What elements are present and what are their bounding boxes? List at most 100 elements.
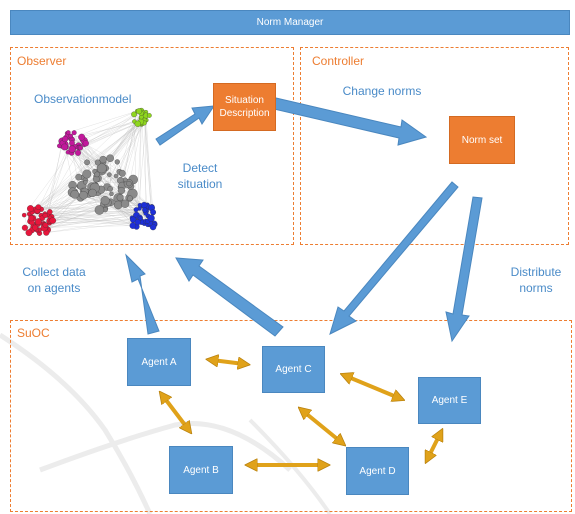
network-node — [79, 191, 88, 200]
network-node — [94, 159, 101, 166]
network-node — [94, 205, 105, 215]
network-node — [21, 224, 28, 231]
network-node — [49, 217, 57, 224]
arrow-to-situation — [155, 105, 215, 146]
network-node — [134, 120, 141, 127]
network-node — [75, 149, 82, 156]
network-node — [75, 173, 83, 181]
situation-line2: Description — [219, 108, 270, 119]
agent-b-label: Agent B — [183, 464, 219, 476]
agent-e: Agent E — [418, 377, 481, 424]
network-node — [42, 213, 48, 219]
network-node — [142, 207, 148, 213]
situation-line1: Situation — [225, 95, 264, 106]
network-node — [83, 179, 88, 185]
network-node — [77, 145, 84, 151]
network-node — [137, 202, 143, 208]
collect-line1: Collect data — [22, 265, 86, 279]
network-node — [133, 207, 139, 213]
link-c-d — [303, 411, 341, 442]
arrow-agent-c-to-observer — [175, 257, 284, 337]
network-node — [82, 140, 89, 147]
network-node — [42, 222, 49, 228]
collect-data-label: Collect data on agents — [14, 264, 94, 296]
network-node — [21, 212, 27, 218]
arrow-to-norm-set — [273, 97, 428, 146]
network-node — [134, 219, 141, 226]
network-node — [122, 177, 128, 183]
network-node — [150, 209, 157, 216]
network-node — [61, 143, 68, 151]
network-node — [146, 113, 152, 118]
detect-situation-label: Detect situation — [170, 160, 230, 192]
network-node — [107, 172, 112, 177]
distribute-line1: Distribute — [510, 265, 562, 279]
network-node — [117, 187, 125, 195]
link-a-c — [212, 360, 244, 364]
agent-a: Agent A — [127, 338, 191, 386]
link-d-e — [428, 434, 440, 458]
network-node — [47, 209, 53, 215]
network-node — [147, 214, 155, 222]
network-node — [136, 108, 143, 115]
agent-c-label: Agent C — [275, 364, 312, 375]
distribute-norms-label: Distribute norms — [496, 264, 575, 296]
detect-line2: situation — [177, 177, 223, 191]
agent-c: Agent C — [262, 346, 325, 393]
agent-d: Agent D — [346, 447, 409, 495]
network-node — [78, 133, 86, 141]
network-node — [35, 204, 42, 210]
network-node — [84, 159, 90, 166]
suoc-title: SuOC — [17, 326, 50, 340]
arrow-to-agent-e — [445, 196, 483, 343]
network-node — [82, 169, 92, 179]
network-node — [66, 130, 71, 135]
network-node — [131, 111, 137, 118]
detect-line1: Detect — [182, 161, 218, 175]
link-a-b — [163, 396, 188, 429]
network-node — [100, 196, 110, 206]
network-node — [109, 191, 114, 196]
link-c-e — [346, 376, 399, 398]
arrow-to-agent-c — [329, 181, 459, 335]
observer-title: Observer — [17, 54, 67, 68]
network-node — [28, 215, 35, 222]
network-node — [99, 155, 107, 164]
network-node — [35, 218, 42, 226]
norm-manager-title: Norm Manager — [256, 17, 324, 28]
arrow-agent-a-to-observer — [125, 253, 160, 335]
network-node — [32, 224, 39, 231]
agent-a-label: Agent A — [141, 356, 177, 368]
agent-e-label: Agent E — [431, 395, 468, 406]
agent-b: Agent B — [169, 446, 233, 494]
network-node — [70, 190, 80, 199]
observer-panel — [10, 47, 294, 245]
norm-set-box: Norm set — [449, 116, 515, 164]
network-node — [68, 133, 73, 139]
situation-description-box: Situation Description — [213, 83, 276, 131]
network-node — [61, 135, 69, 143]
network-node — [94, 171, 100, 178]
network-node — [68, 145, 76, 153]
distribute-line2: norms — [519, 281, 553, 295]
network-node — [127, 195, 133, 202]
observation-model-label: Observationmodel — [34, 92, 132, 106]
norm-manager-banner: Norm Manager — [10, 10, 570, 35]
network-node — [118, 169, 126, 177]
controller-title: Controller — [312, 54, 365, 68]
network-node — [120, 199, 130, 208]
network-node — [71, 130, 77, 136]
change-norms-label: Change norms — [342, 84, 422, 98]
network-node — [114, 159, 120, 165]
collect-line2: on agents — [27, 281, 81, 295]
suoc-panel — [10, 320, 572, 512]
network-node — [88, 188, 97, 198]
agent-d-label: Agent D — [359, 465, 396, 477]
network-node — [126, 180, 132, 187]
network-node — [116, 194, 124, 201]
network-node — [96, 163, 107, 174]
norm-set-label: Norm set — [461, 134, 503, 146]
